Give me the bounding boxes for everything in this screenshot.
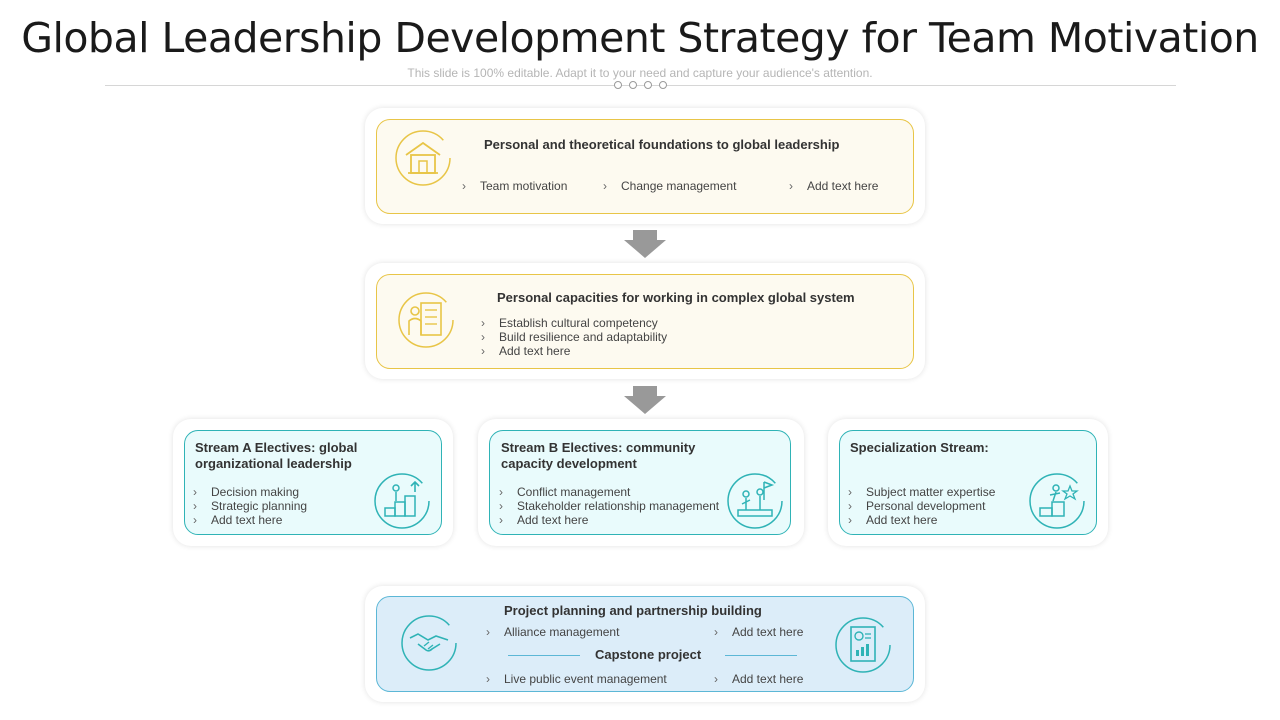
page-title: Global Leadership Development Strategy f… [21,14,1259,62]
stage1-card [376,119,914,214]
stage2-heading: Personal capacities for working in compl… [497,290,855,305]
list-item: ›Decision making [193,485,300,499]
growth-steps-icon [374,473,430,529]
stage4-heading: Project planning and partnership buildin… [504,603,762,618]
specialization-card [839,430,1097,535]
report-document-icon [835,617,891,673]
list-item: ›Subject matter expertise [848,485,996,499]
down-arrow-icon [624,230,666,258]
divider-dot [629,81,637,89]
divider-dot [659,81,667,89]
teamwork-flag-icon [727,473,783,529]
list-item: ›Team motivation [462,179,568,193]
stream-a-card [184,430,442,535]
capstone-divider-left [508,655,580,656]
list-item: ›Add text here [714,625,804,639]
stage2-card [376,274,914,369]
handshake-icon [401,615,457,671]
capstone-heading: Capstone project [595,647,702,662]
list-item: ›Build resilience and adaptability [481,330,668,344]
title-divider [105,85,1176,86]
list-item: ›Change management [603,179,737,193]
climbing-star-icon [1029,473,1085,529]
stream-b-card [489,430,791,535]
list-item: ›Alliance management [486,625,620,639]
building-construction-icon [395,130,451,186]
capstone-divider-right [725,655,797,656]
down-arrow-icon [624,386,666,414]
list-item: ›Add text here [848,513,938,527]
page-subtitle: This slide is 100% editable. Adapt it to… [407,66,873,80]
list-item: ›Strategic planning [193,499,308,513]
list-item: ›Add text here [193,513,283,527]
divider-dot [644,81,652,89]
list-item: ›Add text here [499,513,589,527]
person-checklist-icon [398,292,454,348]
divider-dots [614,81,667,89]
list-item: ›Live public event management [486,672,667,686]
list-item: ›Personal development [848,499,986,513]
list-item: ›Establish cultural competency [481,316,658,330]
list-item: ›Conflict management [499,485,631,499]
list-item: ›Add text here [714,672,804,686]
list-item: ›Add text here [481,344,571,358]
stage4-card [376,596,914,692]
divider-dot [614,81,622,89]
list-item: ›Add text here [789,179,879,193]
specialization-heading: Specialization Stream: [850,440,989,455]
list-item: ›Stakeholder relationship management [499,499,720,513]
stage1-heading: Personal and theoretical foundations to … [484,137,840,152]
